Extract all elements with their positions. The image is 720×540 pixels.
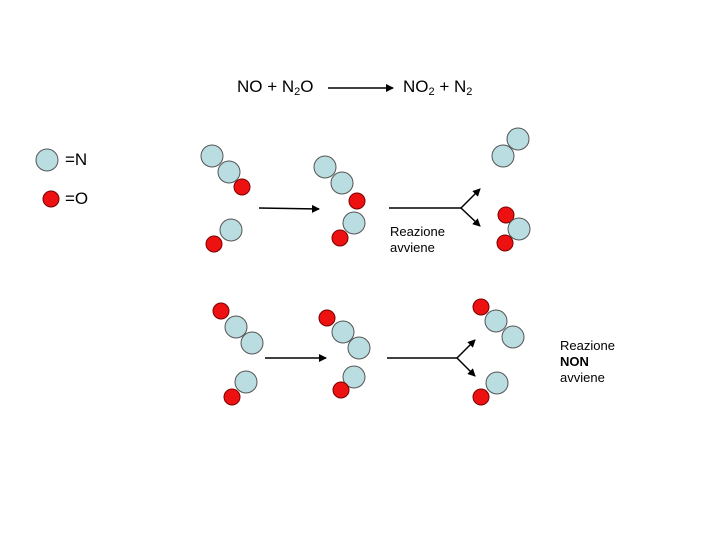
product-n2-molecule [491, 127, 530, 168]
legend-nitrogen-atom [35, 148, 59, 172]
nitrogen-atom [342, 211, 366, 235]
nitrogen-atom [234, 370, 258, 394]
top-n2o-collision [313, 155, 366, 210]
nitrogen-atom [347, 336, 371, 360]
oxygen-atom [205, 235, 223, 253]
equation-products: NO2 + N2 [403, 77, 473, 98]
nitrogen-atom [224, 315, 248, 339]
legend-oxygen-atom [42, 190, 60, 208]
oxygen-atom [223, 388, 241, 406]
oxygen-atom [318, 309, 336, 327]
reaction-failure-note: Reazione NON avviene [560, 338, 615, 385]
nitrogen-atom [219, 218, 243, 242]
legend-oxygen-label: =O [65, 189, 89, 208]
top-no-molecule [205, 218, 243, 253]
oxygen-atom [233, 178, 251, 196]
oxygen-atom [212, 302, 230, 320]
separation-arrow-down [460, 207, 481, 227]
equation-reactants: NO + N2O [237, 77, 314, 98]
nitrogen-atom [501, 325, 525, 349]
top-no-collision [331, 211, 366, 247]
legend-nitrogen-label: =N [65, 150, 88, 169]
oxygen-atom [497, 206, 515, 224]
oxygen-atom [348, 192, 366, 210]
nitrogen-atom [506, 127, 530, 151]
nitrogen-atom [331, 320, 355, 344]
rebound-no-molecule [472, 371, 509, 406]
separation-arrow-up [460, 188, 481, 209]
oxygen-atom [496, 234, 514, 252]
nitrogen-atom [485, 371, 509, 395]
bottom-no-collision [332, 365, 366, 399]
bottom-no-molecule [223, 370, 258, 406]
separation-arrow-up [456, 339, 476, 359]
nitrogen-atom [491, 144, 515, 168]
oxygen-atom [472, 388, 490, 406]
nitrogen-atom [200, 144, 224, 168]
nitrogen-atom [484, 309, 508, 333]
oxygen-atom [332, 381, 350, 399]
nitrogen-atom [313, 155, 337, 179]
approach-arrow [258, 204, 320, 213]
nitrogen-atom [330, 171, 354, 195]
nitrogen-atom [240, 331, 264, 355]
bottom-n2o-collision [318, 309, 371, 360]
reaction-success-note: Reazione avviene [390, 224, 445, 255]
bottom-n2o-molecule [212, 302, 264, 355]
oxygen-atom [331, 229, 349, 247]
top-n2o-molecule [200, 144, 251, 196]
product-no2-molecule [496, 206, 531, 252]
nitrogen-atom [217, 160, 241, 184]
separation-arrow-down [456, 357, 476, 377]
nitrogen-atom [507, 217, 531, 241]
oxygen-atom [472, 298, 490, 316]
nitrogen-atom [342, 365, 366, 389]
rebound-n2o-molecule [472, 298, 525, 349]
